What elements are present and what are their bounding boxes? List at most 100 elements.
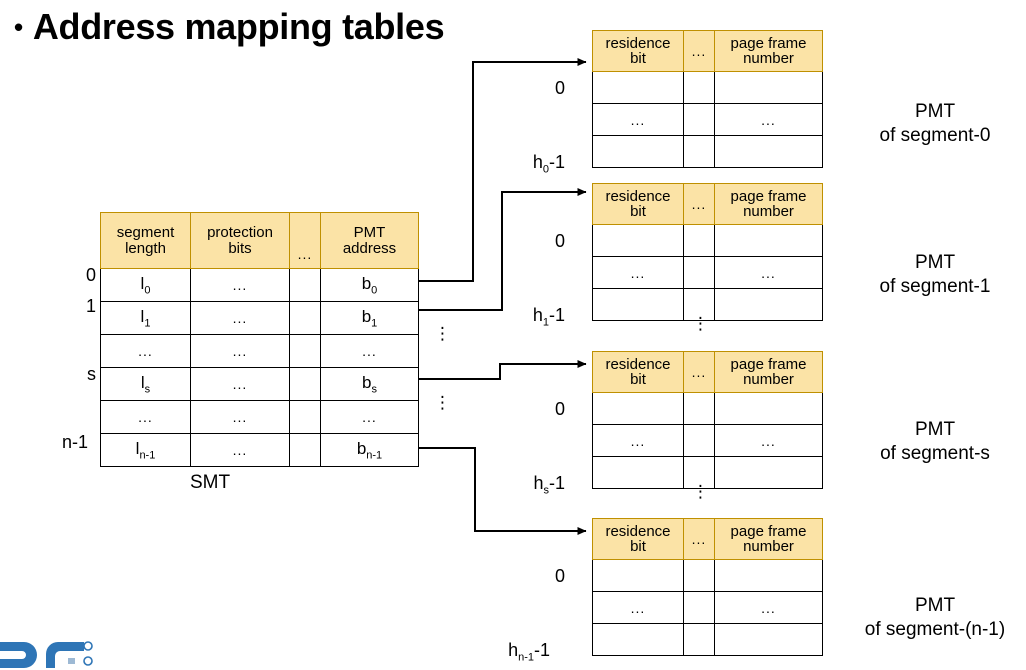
pmts-index-first: 0	[554, 399, 565, 419]
pmtn-r1-c0: ...	[592, 591, 684, 624]
pmt1-index-last-base: h	[532, 305, 543, 325]
smt-table: segment length protection bits ... PMT a…	[100, 212, 419, 467]
smt-cell-narrow-1	[289, 301, 321, 335]
table-row: l0 ... b0	[100, 268, 419, 302]
pmtn-caption-l1: PMT	[914, 595, 956, 616]
pmt1-ellipsis-below: ⋮	[692, 314, 709, 333]
pmts-caption: PMT of segment-s	[830, 418, 1026, 466]
pmt-header-row: residence bit ... page frame number	[592, 351, 823, 393]
table-row: ... ... ...	[100, 400, 419, 434]
smt-cell-protection-0: ...	[190, 268, 290, 302]
smt-cell-length-1-sub: 1	[144, 317, 151, 330]
pmt0-r0-c1	[683, 71, 715, 104]
pmt-header-row: residence bit ... page frame number	[592, 30, 823, 72]
pmt1-index-last-suffix: -1	[548, 305, 565, 325]
pmt1-header-page-frame-number: page frame number	[714, 183, 823, 225]
pmts-header-residence-bit: residence bit	[592, 351, 684, 393]
pmtn-index-last: hn-1-1	[490, 640, 550, 664]
pmtn-r2-c0	[592, 623, 684, 656]
smt-cell-length-1-base: l	[140, 306, 145, 326]
pmt0-index-last: h0-1	[505, 152, 565, 176]
smt-cell-length-0-base: l	[140, 273, 145, 293]
smt-header-pmt-address-l2: address	[342, 239, 397, 257]
pmt1-r2-c2	[714, 288, 823, 321]
pmtn-index-last-sub: n-1	[518, 651, 534, 664]
pmt-table-segment-1: residence bit ... page frame number ....…	[592, 183, 823, 321]
pmtn-r0-c1	[683, 559, 715, 592]
smt-row-index-1: 1	[85, 296, 96, 316]
pmt0-caption: PMT of segment-0	[830, 100, 1026, 148]
smt-cell-protection-1: ...	[190, 301, 290, 335]
pmt0-header-residence-bit-l2: bit	[630, 50, 646, 67]
pmt0-index-last-suffix: -1	[548, 152, 565, 172]
pmt1-header-page-frame-number-l1: page frame	[730, 187, 807, 205]
pmt0-r0-c2	[714, 71, 823, 104]
pmts-header-page-frame-number: page frame number	[714, 351, 823, 393]
pmts-index-last-base: h	[533, 473, 544, 493]
pmt0-header-residence-bit: residence bit	[592, 30, 684, 72]
table-row: ls ... bs	[100, 367, 419, 401]
smt-row-index-n-1: n-1	[61, 432, 88, 452]
smt-header-protection-bits-l2: bits	[228, 239, 252, 257]
pmtn-r0-c2	[714, 559, 823, 592]
pmt-table-segment-0: residence bit ... page frame number ....…	[592, 30, 823, 168]
bullet-icon: •	[14, 12, 23, 42]
pmt1-header-page-frame-number-l2: number	[743, 203, 794, 220]
pmts-caption-l2: of segment-s	[880, 442, 990, 464]
smt-cell-pmtaddr-n-1: bn-1	[320, 433, 419, 467]
pmts-r0-c1	[683, 392, 715, 425]
smt-cell-pmtaddr-1: b1	[320, 301, 419, 335]
smt-header-protection-bits-l1: protection	[207, 224, 273, 242]
table-row: ......	[592, 103, 823, 136]
smt-cell-narrow-e2	[289, 400, 321, 434]
smt-cell-pmtaddr-s: bs	[320, 367, 419, 401]
wire-bs	[404, 360, 587, 380]
pmt1-r0-c1	[683, 224, 715, 257]
pmt1-caption-l1: PMT	[914, 252, 956, 273]
pmts-r0-c0	[592, 392, 684, 425]
table-row	[592, 559, 823, 592]
pmt0-caption-l2: of segment-0	[879, 124, 991, 146]
pmt0-index-last-base: h	[532, 152, 543, 172]
pmt1-r1-c1	[683, 256, 715, 289]
pmt1-r0-c2	[714, 224, 823, 257]
table-row: ......	[592, 424, 823, 457]
smt-cell-pmtaddr-e2: ...	[320, 400, 419, 434]
smt-cell-length-n-1: ln-1	[100, 433, 191, 467]
smt-cell-length-1: l1	[100, 301, 191, 335]
pmt1-header-residence-bit-l1: residence	[605, 187, 671, 205]
pmtn-header-page-frame-number-l1: page frame	[730, 522, 807, 540]
smt-cell-narrow-n-1	[289, 433, 321, 467]
pmt0-header-ellipsis: ...	[683, 30, 715, 72]
table-row	[592, 288, 823, 321]
pmts-header-residence-bit-l1: residence	[605, 355, 671, 373]
pmt0-r2-c2	[714, 135, 823, 168]
pmt0-r1-c0: ...	[592, 103, 684, 136]
pmts-r2-c1	[683, 456, 715, 489]
smt-cell-length-0-sub: 0	[144, 284, 151, 297]
smt-cell-length-n-1-base: l	[135, 438, 140, 458]
smt-side-ellipsis-2: ⋮	[434, 393, 451, 412]
pmts-header-residence-bit-l2: bit	[630, 371, 646, 388]
pmt0-r1-c1	[683, 103, 715, 136]
smt-cell-pmtaddr-0: b0	[320, 268, 419, 302]
pmtn-header-residence-bit-l1: residence	[605, 522, 671, 540]
pmts-r0-c2	[714, 392, 823, 425]
pmt0-caption-l1: PMT	[914, 101, 956, 122]
smt-cell-pmtaddr-s-sub: s	[371, 383, 377, 396]
pmt1-caption: PMT of segment-1	[830, 251, 1026, 299]
pmtn-r1-c2: ...	[714, 591, 823, 624]
smt-cell-length-e1: ...	[100, 334, 191, 368]
smt-side-ellipsis-1: ⋮	[434, 324, 451, 343]
smt-cell-narrow-e1	[289, 334, 321, 368]
table-row: ......	[592, 256, 823, 289]
smt-cell-protection-n-1: ...	[190, 433, 290, 467]
smt-row-index-s: s	[87, 364, 96, 384]
pmts-index-last-suffix: -1	[548, 473, 565, 493]
table-row	[592, 456, 823, 489]
pmt-header-row: residence bit ... page frame number	[592, 183, 823, 225]
pmt0-r1-c2: ...	[714, 103, 823, 136]
smt-cell-narrow-0	[289, 268, 321, 302]
smt-cell-pmtaddr-1-base: b	[361, 306, 372, 326]
